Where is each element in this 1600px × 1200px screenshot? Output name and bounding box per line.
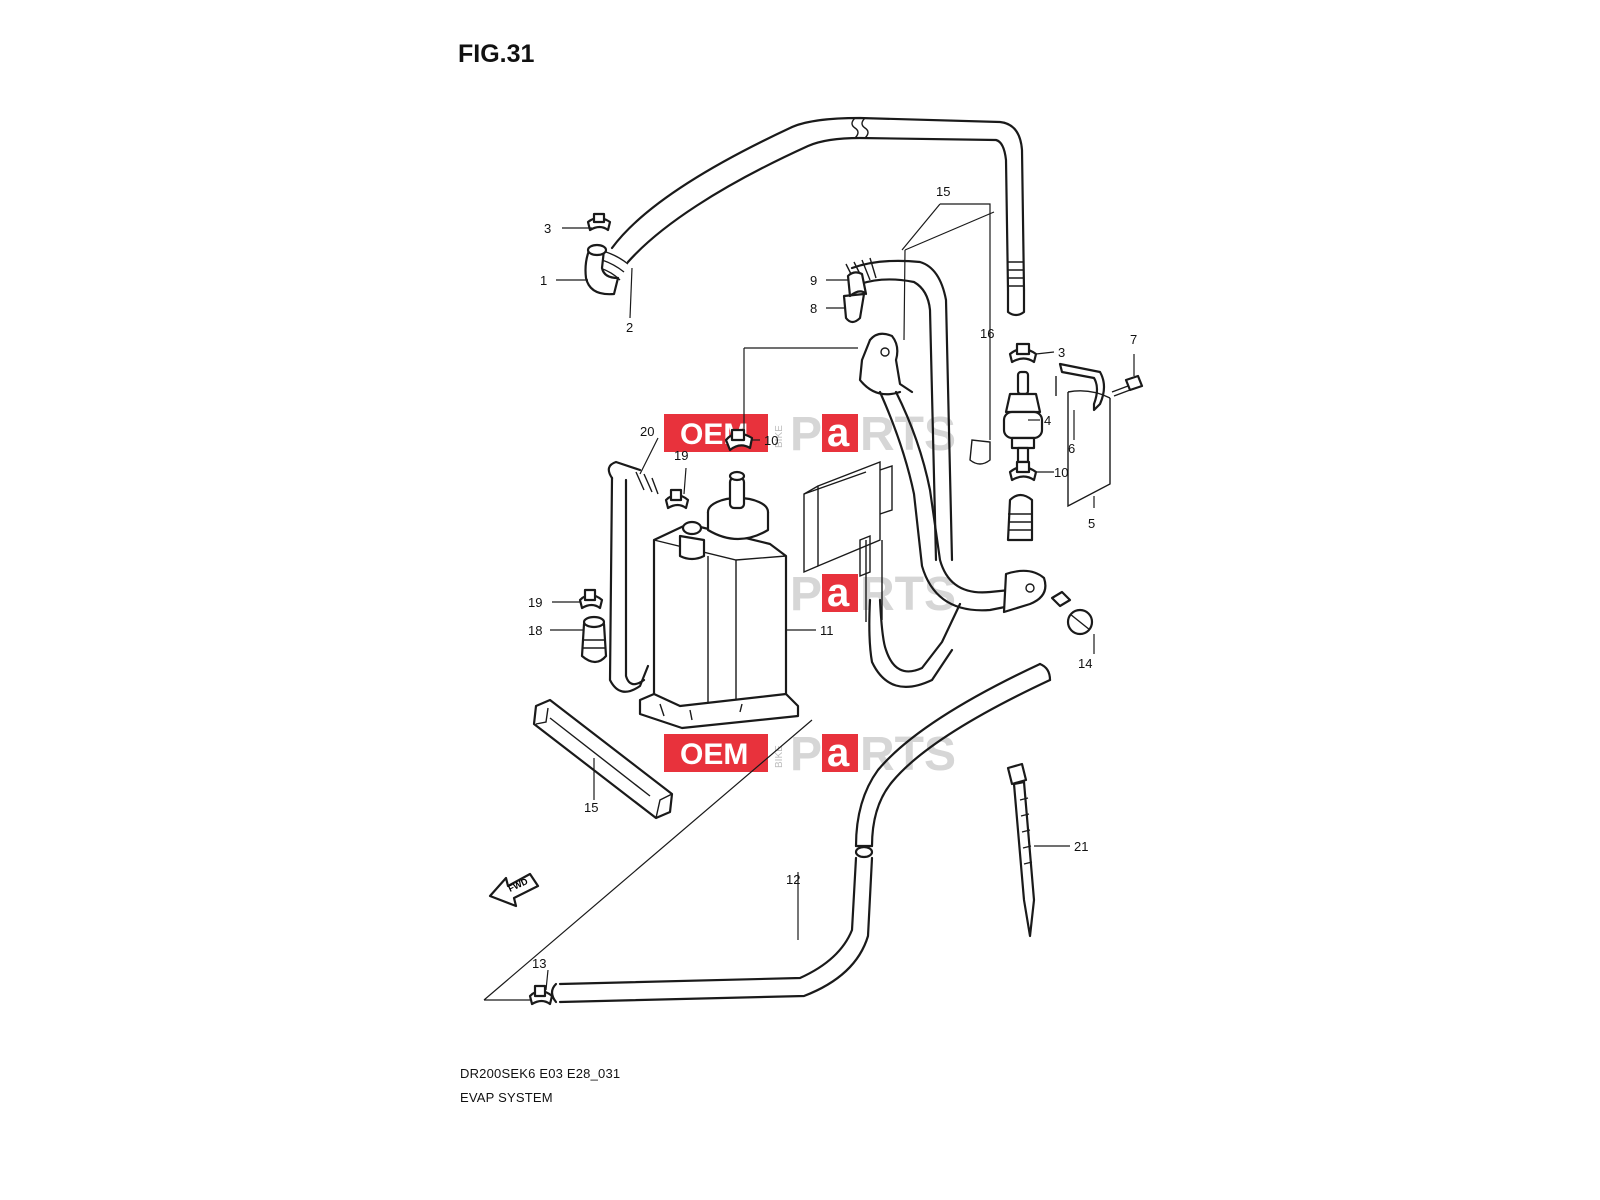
- part-bolt-14: [1050, 590, 1094, 636]
- callout-12: 12: [786, 872, 800, 887]
- watermark-3: OEM BIKE P a RTS: [664, 728, 956, 781]
- watermark-a-box: [822, 414, 858, 452]
- part-clamp-3a: [586, 212, 612, 232]
- watermark-p-text: P: [790, 728, 822, 781]
- callout-21: 21: [1074, 839, 1088, 854]
- callout-14: 14: [1078, 656, 1092, 671]
- watermark-rts-text: RTS: [860, 728, 956, 781]
- part-clamp-19b: [578, 588, 604, 610]
- watermark-oem-text: OEM: [680, 738, 748, 771]
- part-valve-4: [1002, 370, 1044, 464]
- part-clamp-3b: [1008, 342, 1038, 364]
- callout-11: 11: [820, 623, 834, 638]
- part-clamp-10b: [1008, 460, 1038, 482]
- part-pipe-16: [858, 332, 1047, 614]
- part-bolt-7: [1111, 374, 1144, 397]
- part-strap-15: [532, 698, 674, 820]
- leader-lines: [483, 203, 1135, 1001]
- watermark-a-text: a: [827, 731, 850, 775]
- part-joint-8: [842, 271, 868, 324]
- watermark-1: OEM BIKE P a RTS: [664, 408, 956, 461]
- part-bracket-5: [1067, 390, 1111, 508]
- callout-10b: 10: [1054, 465, 1068, 480]
- hose-end-right: [1006, 493, 1034, 542]
- watermark-p-text: P: [790, 568, 822, 621]
- frame-bracket: [803, 460, 962, 688]
- callout-17: 16: [980, 326, 994, 341]
- callout-5: 5: [1088, 516, 1095, 531]
- part-hose-2: [599, 116, 1026, 317]
- callout-8: 8: [810, 301, 817, 316]
- callout-18: 18: [528, 623, 542, 638]
- callout-19a: 19: [674, 448, 688, 463]
- callout-9: 9: [810, 273, 817, 288]
- part-clamp-10a: [724, 428, 754, 452]
- part-canister-11: [638, 470, 800, 730]
- watermark-oem-box: [664, 734, 768, 772]
- callout-13: 13: [532, 956, 546, 971]
- figure-title: FIG.31: [458, 40, 535, 68]
- figure-name: EVAP SYSTEM: [460, 1090, 553, 1105]
- callout-2: 2: [626, 320, 633, 335]
- figure-code: DR200SEK6 E03 E28_031: [460, 1066, 621, 1081]
- part-tie-21: [1006, 762, 1036, 938]
- callout-20: 20: [640, 424, 654, 439]
- callout-6: 6: [1068, 441, 1075, 456]
- watermark-bike-text: BIKE: [774, 745, 785, 768]
- part-clamp-13: [528, 984, 554, 1006]
- part-hose-12: [550, 662, 1052, 1004]
- part-joint-18: [580, 615, 608, 664]
- part-clamp-19a: [664, 488, 690, 510]
- watermark-a-text: a: [827, 571, 850, 615]
- callout-4: 4: [1044, 413, 1051, 428]
- callout-3a: 3: [544, 221, 551, 236]
- callout-numbers: 3 1 2 9 8 10 15 16 3 4 6 10 7 5 14 11 12…: [528, 184, 1137, 971]
- callout-15: 15: [584, 800, 598, 815]
- part-bracket-6: [1055, 362, 1106, 412]
- callout-16: 15: [936, 184, 950, 199]
- callout-7: 7: [1130, 332, 1137, 347]
- watermark-a-box: [822, 734, 858, 772]
- watermark-a-box: [822, 574, 858, 612]
- callout-19b: 19: [528, 595, 542, 610]
- watermark-p-text: P: [790, 408, 822, 461]
- part-elbow-1: [584, 243, 620, 296]
- part-hose-20: [607, 460, 659, 693]
- watermark-bike-text: BIKE: [774, 425, 785, 448]
- callout-3b: 3: [1058, 345, 1065, 360]
- callout-1: 1: [540, 273, 547, 288]
- watermark-a-text: a: [827, 411, 850, 455]
- fwd-arrow-icon: FWD: [488, 872, 540, 908]
- callout-10a: 10: [764, 433, 778, 448]
- watermark-rts-text: RTS: [860, 568, 956, 621]
